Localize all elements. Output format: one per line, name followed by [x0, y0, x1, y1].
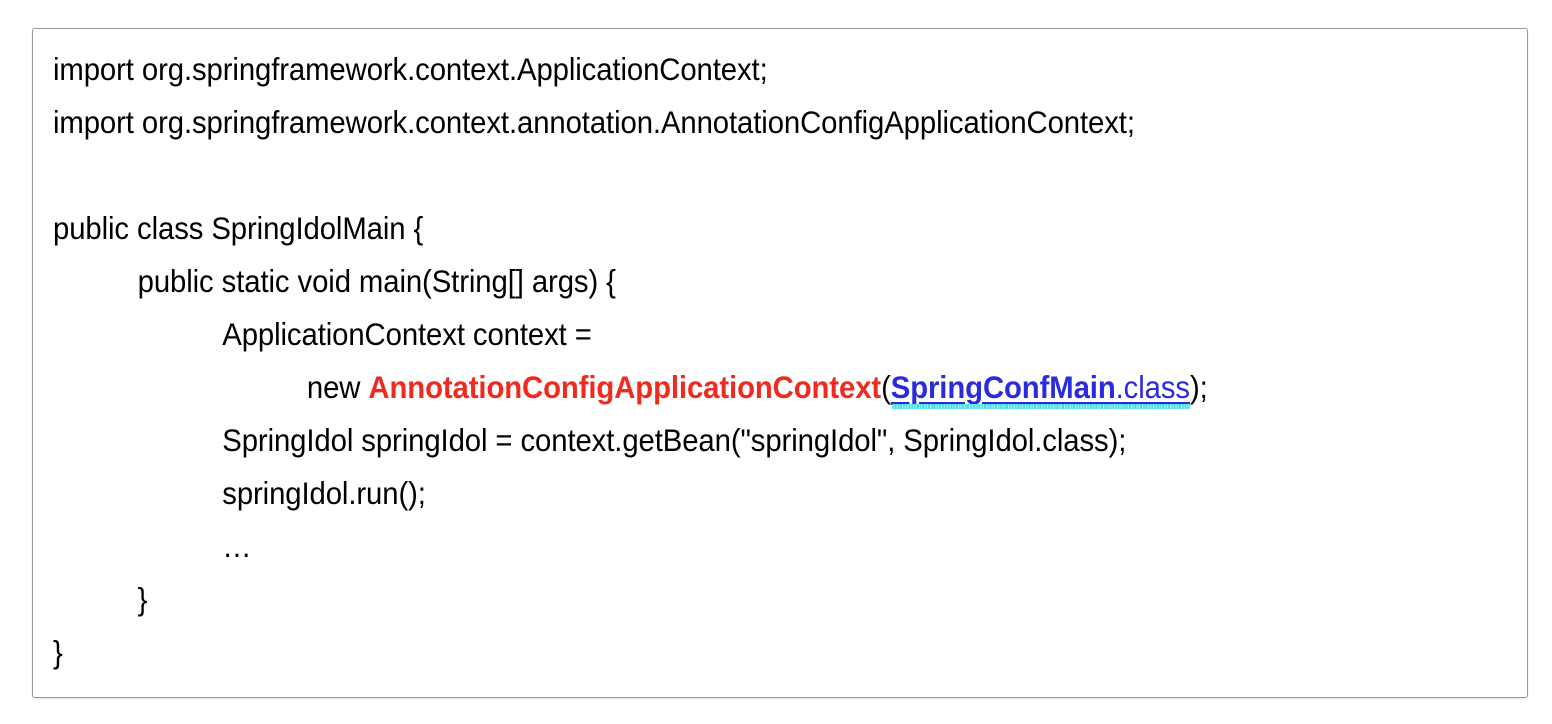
code-line: springIdol.run();: [222, 475, 426, 511]
code-line: SpringIdol springIdol = context.getBean(…: [222, 422, 1127, 458]
code-token-link-dot-class[interactable]: .class: [1115, 369, 1190, 405]
code-line-highlighted: new AnnotationConfigApplicationContext(S…: [53, 361, 1416, 414]
code-token-class-name: AnnotationConfigApplicationContext: [368, 369, 882, 405]
code-line-closing-brace: }: [137, 581, 148, 617]
code-link-springconfmain[interactable]: SpringConfMain.class: [891, 361, 1190, 414]
code-snippet-panel: import org.springframework.context.Appli…: [32, 28, 1528, 698]
code-token-open-paren: (: [881, 369, 891, 405]
code-line: import org.springframework.context.annot…: [53, 104, 1135, 140]
code-line: public class SpringIdolMain {: [53, 210, 424, 246]
code-token-link-identifier[interactable]: SpringConfMain: [890, 369, 1116, 405]
code-line: public static void main(String[] args) {: [137, 263, 616, 299]
code-token-new: new: [306, 369, 369, 405]
code-line-blank: [53, 149, 1416, 202]
code-block: import org.springframework.context.Appli…: [53, 43, 1519, 679]
code-line-closing-brace: }: [53, 634, 63, 670]
code-token-close-paren-semicolon: );: [1189, 369, 1208, 405]
code-line: ApplicationContext context =: [222, 316, 592, 352]
code-line: import org.springframework.context.Appli…: [53, 51, 768, 87]
code-line-ellipsis: …: [222, 528, 252, 564]
